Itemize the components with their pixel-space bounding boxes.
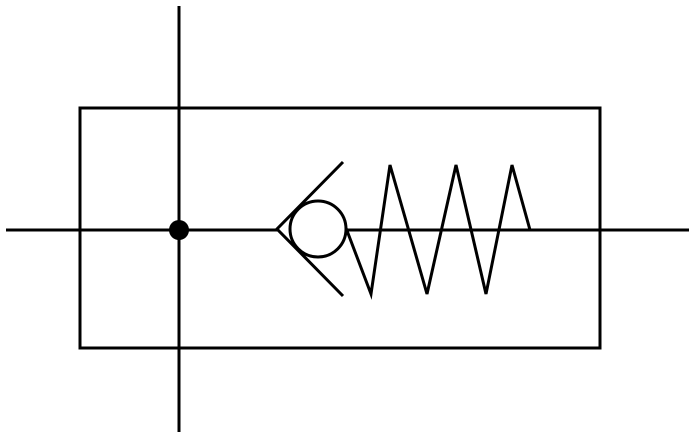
- valve-seat: [274, 160, 345, 298]
- junction-dot: [169, 220, 189, 240]
- valve-ball: [288, 199, 348, 259]
- valve-body-rect: [78, 106, 602, 350]
- spring: [344, 164, 532, 300]
